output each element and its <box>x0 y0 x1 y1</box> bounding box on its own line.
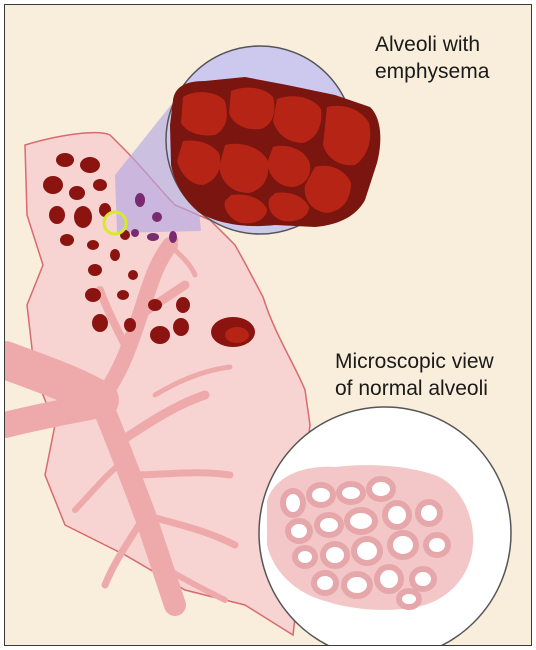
normal-alveoli-label: Microscopic view of normal alveoli <box>335 348 494 402</box>
normal-alveoli-magnifier <box>259 407 511 646</box>
normal-alveoli-label-line2: of normal alveoli <box>335 375 494 402</box>
emphysema-label: Alveoli with emphysema <box>375 31 489 85</box>
emphysema-magnifier <box>166 46 380 234</box>
emphysema-label-line2: emphysema <box>375 58 489 85</box>
large-damaged-alveolus <box>211 317 255 347</box>
normal-alveoli-label-line1: Microscopic view <box>335 348 494 375</box>
lung-illustration <box>5 5 532 646</box>
emphysema-label-line1: Alveoli with <box>375 31 489 58</box>
illustration-frame: Alveoli with emphysema Microscopic view … <box>4 4 532 646</box>
